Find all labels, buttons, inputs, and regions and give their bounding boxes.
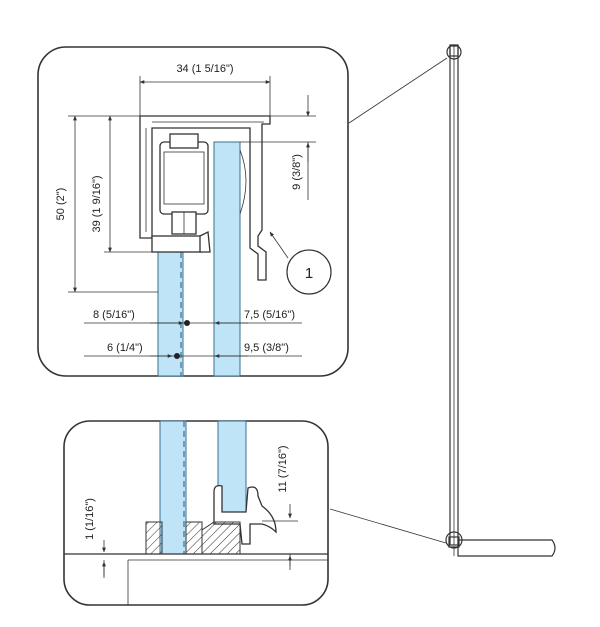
callout-1-label: 1 — [305, 265, 313, 282]
elevation-view — [329, 44, 556, 557]
roller-wheel — [169, 133, 199, 149]
glass-fixed-panel-bottom — [159, 420, 187, 555]
top-track-profile — [139, 115, 271, 281]
roller-carriage — [159, 141, 209, 215]
center-point-2 — [174, 353, 180, 359]
bottom-seal — [213, 484, 277, 545]
top-detail-marker — [446, 44, 462, 60]
guide-block — [151, 235, 203, 253]
dim-width-label: 34 (1 5/16") — [176, 63, 233, 75]
dim-height-inner-label: 39 (1 9/16") — [91, 175, 103, 232]
callout-1-circle — [286, 249, 332, 295]
dim-left-1-label: 8 (5/16") — [93, 309, 135, 321]
floor-section — [457, 539, 556, 557]
glass-sliding-panel-bottom — [217, 420, 247, 522]
bottom-leader-line — [329, 508, 447, 544]
dim-bottom-gap-label: 1 (1/16") — [84, 498, 96, 540]
dim-left-2-label: 6 (1/4") — [107, 342, 143, 354]
top-leader-line — [348, 57, 448, 124]
glass-sliding-panel — [213, 141, 241, 377]
bottom-detail-frame — [63, 420, 329, 606]
dim-right-2-label: 9,5 (3/8") — [244, 342, 289, 354]
top-detail-frame — [37, 46, 349, 377]
dim-right-1-label: 7,5 (5/16") — [244, 309, 295, 321]
floor-guide-right — [201, 521, 241, 555]
floor-guide-left — [145, 521, 163, 555]
center-point-1 — [184, 320, 190, 326]
dim-seal-height-label: 11 (7/16") — [277, 445, 289, 492]
dim-height-total-label: 50 (2") — [55, 188, 67, 221]
bottom-detail: 1 (1/16") 11 (7/16") — [63, 420, 329, 606]
top-detail: 34 (1 5/16") 50 (2") 39 (1 9/16") 9 (3/8… — [37, 46, 349, 377]
dim-gap-top-label: 9 (3/8") — [291, 154, 303, 190]
